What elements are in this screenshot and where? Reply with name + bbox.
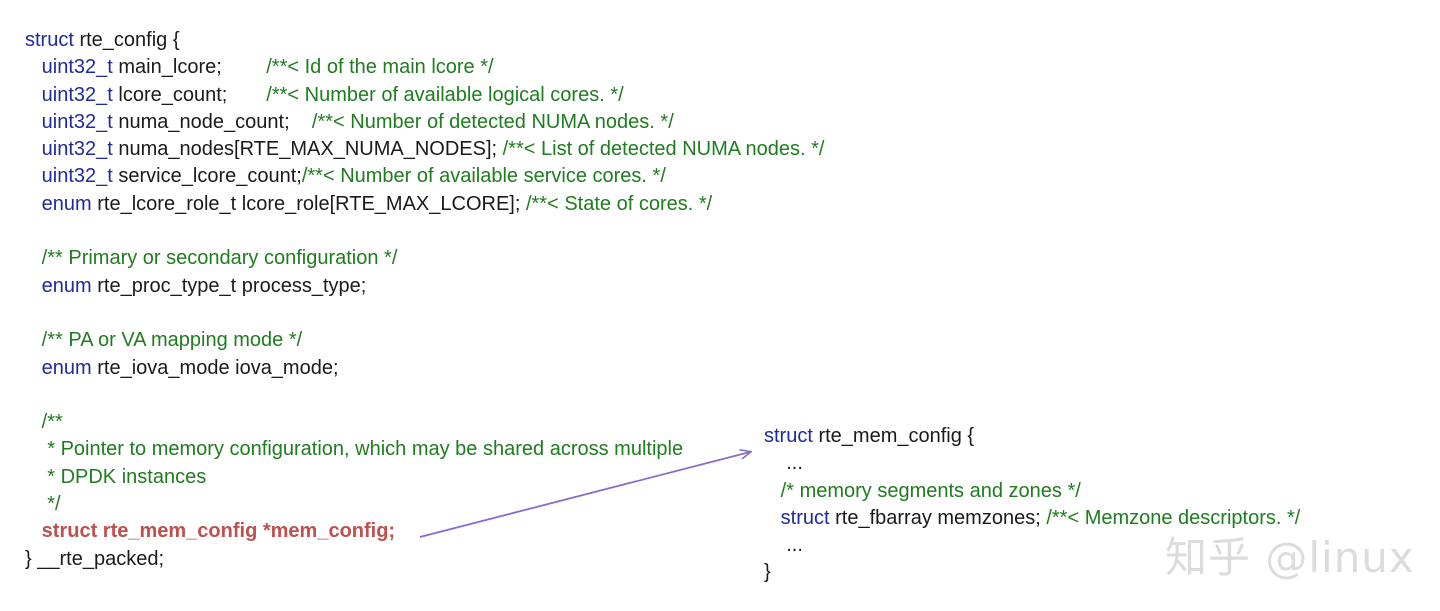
code-line xyxy=(25,300,825,327)
code-text xyxy=(25,520,42,542)
code-text: service_lcore_count; xyxy=(112,165,302,188)
code-keyword: enum xyxy=(41,192,92,215)
code-line: uint32_t lcore_count; /**< Number of ava… xyxy=(25,82,825,109)
code-keyword: enum xyxy=(41,274,92,297)
code-line: struct rte_config { xyxy=(25,27,825,54)
code-line: uint32_t service_lcore_count;/**< Number… xyxy=(25,163,825,190)
code-text: } xyxy=(764,561,771,584)
code-text: rte_iova_mode iova_mode; xyxy=(91,356,339,379)
code-keyword: uint32_t xyxy=(41,165,113,188)
zhihu-watermark: 知乎 @linux xyxy=(1165,533,1415,582)
code-comment: /**< State of cores. */ xyxy=(525,192,713,215)
code-comment: * DPDK instances xyxy=(47,465,207,488)
code-keyword: struct xyxy=(25,29,74,51)
code-line: enum rte_lcore_role_t lcore_role[RTE_MAX… xyxy=(25,191,825,218)
code-comment: /**< Number of available service cores. … xyxy=(301,165,666,188)
code-text: } __rte_packed; xyxy=(25,547,164,570)
code-comment: * Pointer to memory configuration, which… xyxy=(47,438,684,461)
code-line: } xyxy=(764,559,1300,586)
code-text xyxy=(764,480,781,502)
code-text: numa_node_count; xyxy=(112,110,312,133)
code-text: ... xyxy=(764,534,803,557)
code-text xyxy=(25,466,47,488)
code-line: } __rte_packed; xyxy=(25,546,825,573)
code-text: lcore_count; xyxy=(112,83,267,106)
code-text xyxy=(25,438,47,460)
code-keyword: enum xyxy=(41,356,92,379)
code-comment: /**< Number of available logical cores. … xyxy=(266,83,624,106)
code-line: uint32_t numa_node_count; /**< Number of… xyxy=(25,109,825,136)
code-text xyxy=(25,138,42,160)
code-line: /** PA or VA mapping mode */ xyxy=(25,327,825,354)
code-keyword: uint32_t xyxy=(41,110,113,133)
highlighted-field: struct rte_mem_config *mem_config; xyxy=(41,520,396,543)
code-text xyxy=(25,357,42,379)
code-text: rte_config { xyxy=(73,29,180,51)
code-line: /** Primary or secondary configuration *… xyxy=(25,245,825,272)
code-keyword: uint32_t xyxy=(41,83,113,106)
code-line: ... xyxy=(764,450,1300,477)
code-line xyxy=(25,382,825,409)
code-text: rte_mem_config { xyxy=(812,425,975,447)
code-line: * DPDK instances xyxy=(25,464,825,491)
code-text: rte_proc_type_t process_type; xyxy=(91,274,367,297)
code-text xyxy=(25,329,42,351)
code-line: struct rte_fbarray memzones; /**< Memzon… xyxy=(764,505,1301,532)
code-comment: /**< Memzone descriptors. */ xyxy=(1046,506,1301,529)
code-comment: */ xyxy=(47,493,61,516)
code-text xyxy=(25,193,42,215)
code-text: rte_lcore_role_t lcore_role[RTE_MAX_LCOR… xyxy=(91,192,526,215)
code-text: main_lcore; xyxy=(112,56,267,79)
code-line: * Pointer to memory configuration, which… xyxy=(25,436,825,463)
code-keyword: struct xyxy=(764,425,813,447)
code-keyword: uint32_t xyxy=(41,138,113,161)
code-keyword: struct xyxy=(780,506,830,529)
code-comment: /** PA or VA mapping mode */ xyxy=(41,329,303,352)
code-line: /** xyxy=(25,409,825,436)
code-text xyxy=(25,247,42,269)
code-text xyxy=(764,507,781,529)
code-text xyxy=(25,411,42,433)
rte-mem-config-struct-code: struct rte_mem_config { ... /* memory se… xyxy=(764,423,1300,587)
code-line: enum rte_proc_type_t process_type; xyxy=(25,273,825,300)
code-text xyxy=(25,275,42,297)
code-comment: /** xyxy=(41,411,63,434)
code-comment: /**< Number of detected NUMA nodes. */ xyxy=(311,110,674,133)
code-text xyxy=(25,84,42,106)
code-comment: /** Primary or secondary configuration *… xyxy=(41,247,398,270)
code-line: ... xyxy=(764,532,1300,559)
code-text: numa_nodes[RTE_MAX_NUMA_NODES]; xyxy=(112,138,503,161)
code-text xyxy=(25,56,42,78)
code-text xyxy=(25,111,42,133)
code-line: /* memory segments and zones */ xyxy=(764,478,1300,505)
code-keyword: uint32_t xyxy=(41,56,113,79)
code-line: uint32_t main_lcore; /**< Id of the main… xyxy=(25,54,825,81)
code-line xyxy=(25,218,825,245)
code-line: enum rte_iova_mode iova_mode; xyxy=(25,355,825,382)
code-line: struct rte_mem_config { xyxy=(764,423,1300,450)
code-text xyxy=(25,493,47,515)
code-comment: /* memory segments and zones */ xyxy=(780,479,1081,502)
code-comment: /**< List of detected NUMA nodes. */ xyxy=(502,138,825,161)
rte-config-struct-code: struct rte_config { uint32_t main_lcore;… xyxy=(25,27,825,573)
code-text: ... xyxy=(764,452,803,475)
code-line: uint32_t numa_nodes[RTE_MAX_NUMA_NODES];… xyxy=(25,136,825,163)
code-text xyxy=(25,165,42,187)
code-comment: /**< Id of the main lcore */ xyxy=(266,56,494,79)
code-line: */ xyxy=(25,491,825,518)
code-line: struct rte_mem_config *mem_config; xyxy=(25,518,825,545)
code-text: rte_fbarray memzones; xyxy=(829,506,1047,529)
